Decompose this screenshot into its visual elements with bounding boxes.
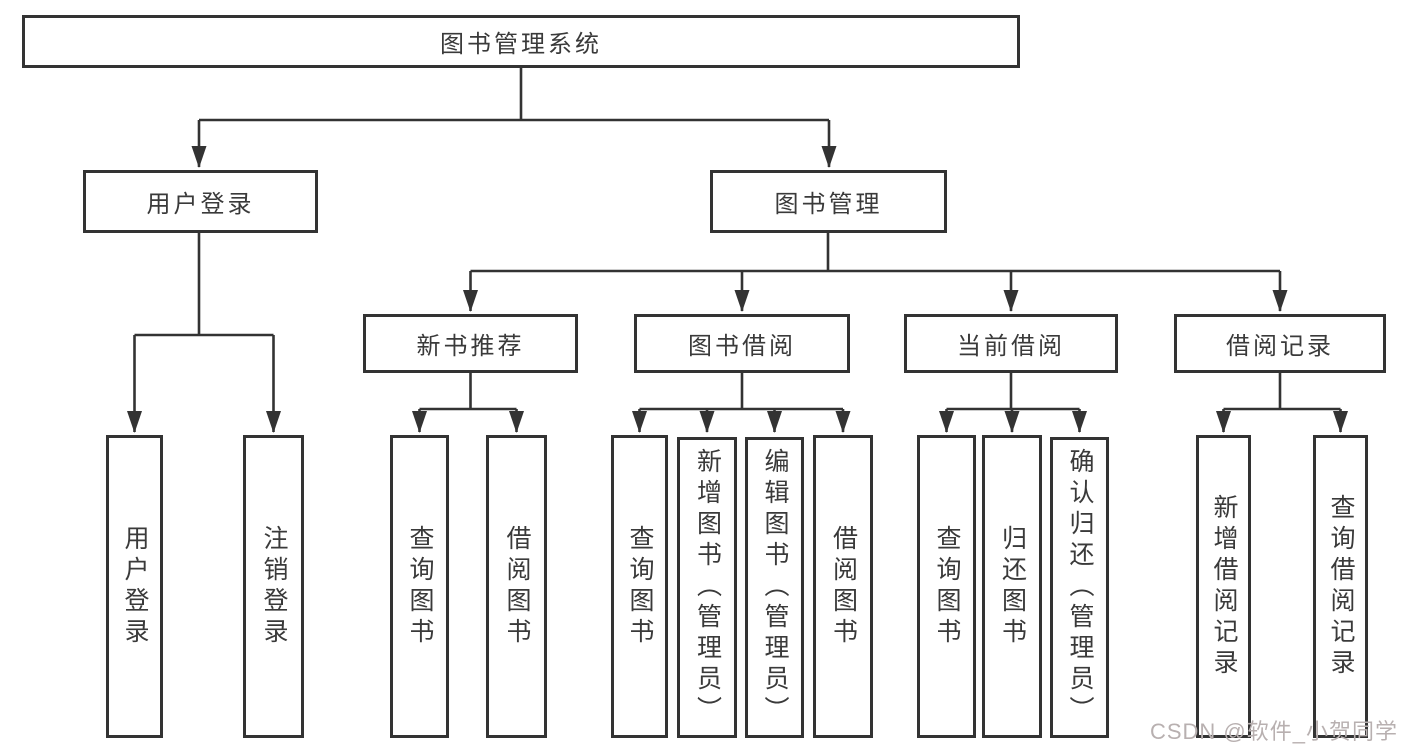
node-new-book-recommend: 新书推荐 (363, 314, 578, 373)
node-library-system: 图书管理系统 (22, 15, 1020, 68)
node-borrow-records: 借阅记录 (1174, 314, 1386, 373)
node-leaf-borrow-books: 借阅图书 (813, 435, 873, 738)
node-book-management: 图书管理 (710, 170, 947, 233)
node-leaf-query-borrow-record: 查询借阅记录 (1313, 435, 1368, 738)
watermark: CSDN @软件_小贺同学 (1149, 719, 1398, 744)
node-leaf-query-books-recommend: 查询图书 (390, 435, 449, 738)
node-current-borrow: 当前借阅 (904, 314, 1118, 373)
node-leaf-confirm-return-admin: 确认归还（管理员） (1050, 437, 1109, 738)
node-leaf-edit-book-admin: 编辑图书（管理员） (745, 437, 804, 738)
node-leaf-logout: 注销登录 (243, 435, 304, 738)
node-leaf-add-book-admin: 新增图书（管理员） (677, 437, 737, 738)
node-leaf-query-books-current: 查询图书 (917, 435, 976, 738)
node-user-login: 用户登录 (83, 170, 318, 233)
node-leaf-add-borrow-record: 新增借阅记录 (1196, 435, 1251, 738)
node-leaf-user-login: 用户登录 (106, 435, 163, 738)
node-leaf-query-books-borrow: 查询图书 (611, 435, 668, 738)
node-leaf-borrow-books-recommend: 借阅图书 (486, 435, 547, 738)
node-book-borrow: 图书借阅 (634, 314, 850, 373)
node-leaf-return-book: 归还图书 (982, 435, 1042, 738)
